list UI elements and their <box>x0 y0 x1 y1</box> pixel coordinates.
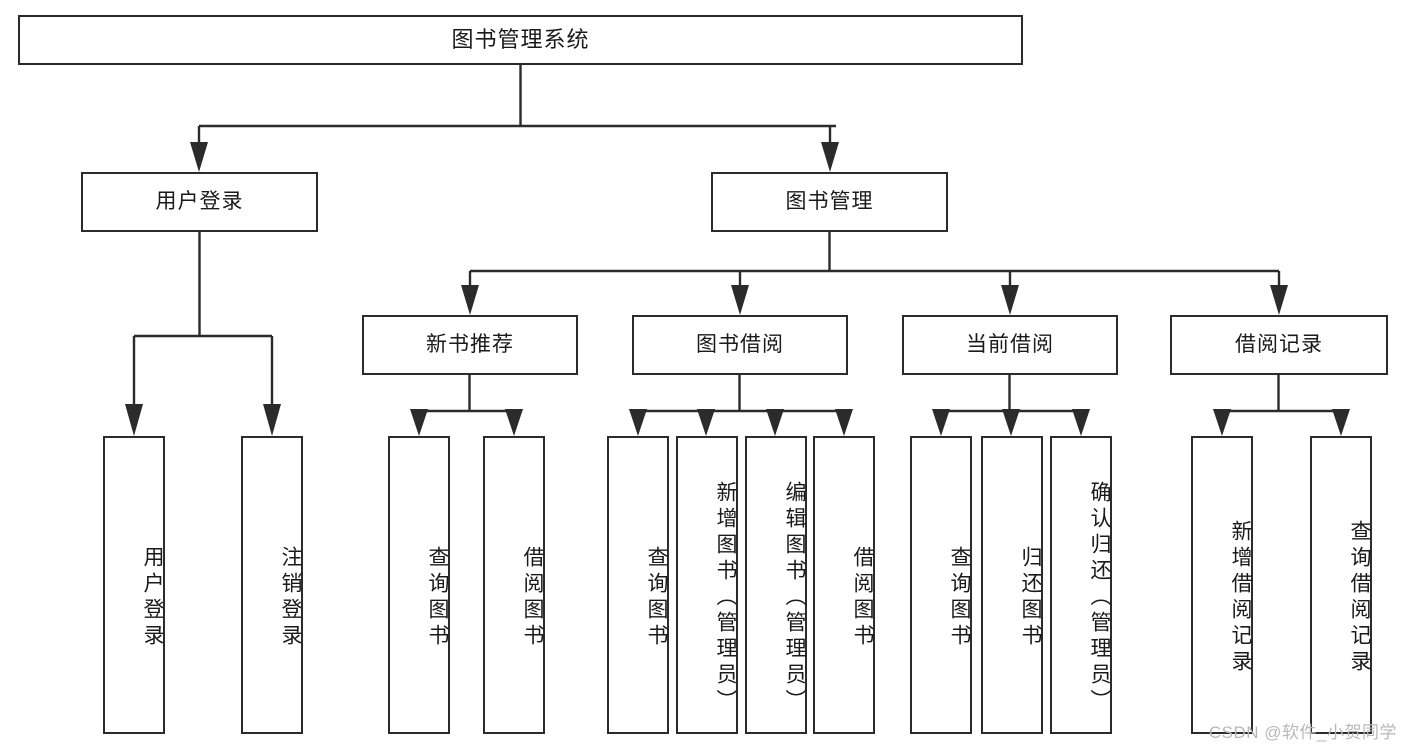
node-leaf-query-book-3[interactable]: 查询图书 <box>910 436 972 734</box>
node-leaf-add-book[interactable]: 新增图书（管理员） <box>676 436 738 734</box>
arrowhead-leaf-return-book <box>1002 409 1020 436</box>
node-leaf-confirm-return[interactable]: 确认归还（管理员） <box>1050 436 1112 734</box>
arrowhead-leaf-add-book <box>697 409 715 436</box>
node-leaf-confirm-return-label: 确认归还（管理员） <box>1088 481 1111 715</box>
node-borrow-record[interactable]: 借阅记录 <box>1170 315 1388 375</box>
arrowhead-book-manage <box>821 142 839 172</box>
node-leaf-query-book-3-label: 查询图书 <box>948 546 971 650</box>
arrowhead-leaf-confirm-return <box>1072 409 1090 436</box>
arrowhead-leaf-query-book-1 <box>410 409 428 436</box>
arrowhead-borrow-record <box>1270 285 1288 315</box>
node-leaf-add-record-label: 新增借阅记录 <box>1229 520 1252 676</box>
arrowhead-new-book-rec <box>461 285 479 315</box>
node-root-label: 图书管理系统 <box>451 26 590 52</box>
arrowhead-leaf-query-book-2 <box>629 409 647 436</box>
arrowhead-current-borrow <box>1001 285 1019 315</box>
node-user-login-label: 用户登录 <box>155 190 244 214</box>
node-leaf-user-login[interactable]: 用户登录 <box>103 436 165 734</box>
node-leaf-query-book-2-label: 查询图书 <box>645 546 668 650</box>
node-root[interactable]: 图书管理系统 <box>18 15 1023 65</box>
node-book-manage[interactable]: 图书管理 <box>711 172 948 232</box>
node-leaf-return-book-label: 归还图书 <box>1019 546 1042 650</box>
node-leaf-return-book[interactable]: 归还图书 <box>981 436 1043 734</box>
node-leaf-edit-book[interactable]: 编辑图书（管理员） <box>745 436 807 734</box>
node-leaf-edit-book-label: 编辑图书（管理员） <box>783 481 806 715</box>
arrowhead-leaf-edit-book <box>766 409 784 436</box>
node-leaf-query-record-label: 查询借阅记录 <box>1348 520 1371 676</box>
arrowhead-book-borrow <box>731 285 749 315</box>
arrowhead-leaf-borrow-book-1 <box>505 409 523 436</box>
node-leaf-borrow-book-1[interactable]: 借阅图书 <box>483 436 545 734</box>
node-new-book-rec[interactable]: 新书推荐 <box>362 315 578 375</box>
csdn-watermark: CSDN @软件_小贺同学 <box>1208 723 1397 742</box>
node-book-manage-label: 图书管理 <box>785 190 874 214</box>
arrowhead-leaf-query-book-3 <box>932 409 950 436</box>
node-user-login[interactable]: 用户登录 <box>81 172 318 232</box>
node-leaf-borrow-book-1-label: 借阅图书 <box>521 546 544 650</box>
node-leaf-logout[interactable]: 注销登录 <box>241 436 303 734</box>
arrowhead-leaf-add-record <box>1213 409 1231 436</box>
node-leaf-borrow-book-2[interactable]: 借阅图书 <box>813 436 875 734</box>
node-leaf-query-book-1-label: 查询图书 <box>426 546 449 650</box>
node-leaf-user-login-label: 用户登录 <box>141 546 164 650</box>
arrowhead-leaf-borrow-book-2 <box>835 409 853 436</box>
node-new-book-rec-label: 新书推荐 <box>426 333 514 357</box>
node-book-borrow[interactable]: 图书借阅 <box>632 315 848 375</box>
arrowhead-leaf-query-record <box>1332 409 1350 436</box>
node-leaf-add-record[interactable]: 新增借阅记录 <box>1191 436 1253 734</box>
arrowhead-leaf-user-login <box>125 404 143 436</box>
arrowhead-user-login <box>190 142 208 172</box>
node-leaf-query-record[interactable]: 查询借阅记录 <box>1310 436 1372 734</box>
node-current-borrow[interactable]: 当前借阅 <box>902 315 1118 375</box>
node-leaf-add-book-label: 新增图书（管理员） <box>714 481 737 715</box>
node-leaf-query-book-2[interactable]: 查询图书 <box>607 436 669 734</box>
node-borrow-record-label: 借阅记录 <box>1235 333 1323 357</box>
node-leaf-logout-label: 注销登录 <box>279 546 302 650</box>
node-leaf-query-book-1[interactable]: 查询图书 <box>388 436 450 734</box>
node-current-borrow-label: 当前借阅 <box>966 333 1054 357</box>
node-book-borrow-label: 图书借阅 <box>696 333 784 357</box>
arrowhead-leaf-logout <box>263 404 281 436</box>
node-leaf-borrow-book-2-label: 借阅图书 <box>851 546 874 650</box>
